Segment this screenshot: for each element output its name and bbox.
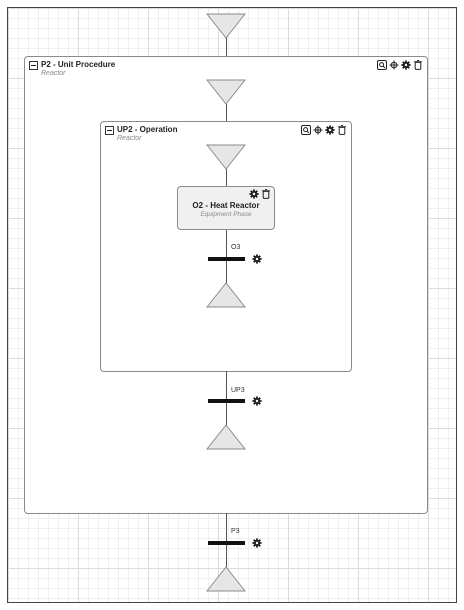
connector-line [226, 169, 227, 187]
delete-icon[interactable] [413, 60, 423, 70]
operation-end-triangle[interactable] [206, 282, 246, 308]
zoom-icon[interactable] [377, 60, 387, 70]
delete-icon[interactable] [261, 189, 271, 199]
gear-icon[interactable] [401, 60, 411, 70]
move-icon[interactable] [389, 60, 399, 70]
transition-bar[interactable] [208, 399, 245, 403]
gear-icon[interactable] [249, 189, 259, 199]
delete-icon[interactable] [337, 125, 347, 135]
move-icon[interactable] [313, 125, 323, 135]
collapse-button[interactable] [29, 61, 38, 70]
start-step-triangle[interactable] [206, 13, 246, 39]
container-subtitle: Reactor [117, 135, 142, 142]
unit-procedure-start-triangle[interactable] [206, 79, 246, 105]
phase-toolbar [249, 189, 271, 199]
end-step-triangle[interactable] [206, 566, 246, 592]
container-subtitle: Reactor [41, 70, 66, 77]
gear-icon[interactable] [252, 254, 262, 264]
gear-icon[interactable] [325, 125, 335, 135]
phase-subtitle: Equipment Phase [200, 211, 252, 218]
phase-title: O2 - Heat Reactor [192, 201, 260, 210]
transition-label: UP3 [231, 387, 245, 394]
collapse-button[interactable] [105, 126, 114, 135]
zoom-icon[interactable] [301, 125, 311, 135]
unit-procedure-end-triangle[interactable] [206, 424, 246, 450]
gear-icon[interactable] [252, 396, 262, 406]
container-toolbar [377, 60, 423, 70]
diagram-canvas[interactable]: P2 - Unit Procedure Reactor UP2 - Operat… [7, 7, 457, 603]
transition-label: P3 [231, 528, 240, 535]
transition-label: O3 [231, 244, 241, 251]
phase-step-box[interactable]: O2 - Heat Reactor Equipment Phase [177, 186, 275, 230]
container-toolbar [301, 125, 347, 135]
gear-icon[interactable] [252, 538, 262, 548]
transition-bar[interactable] [208, 257, 245, 261]
container-title: P2 - Unit Procedure [41, 60, 116, 69]
connector-line [226, 34, 227, 58]
connector-line [226, 104, 227, 122]
operation-start-triangle[interactable] [206, 144, 246, 170]
container-title: UP2 - Operation [117, 125, 178, 134]
transition-bar[interactable] [208, 541, 245, 545]
